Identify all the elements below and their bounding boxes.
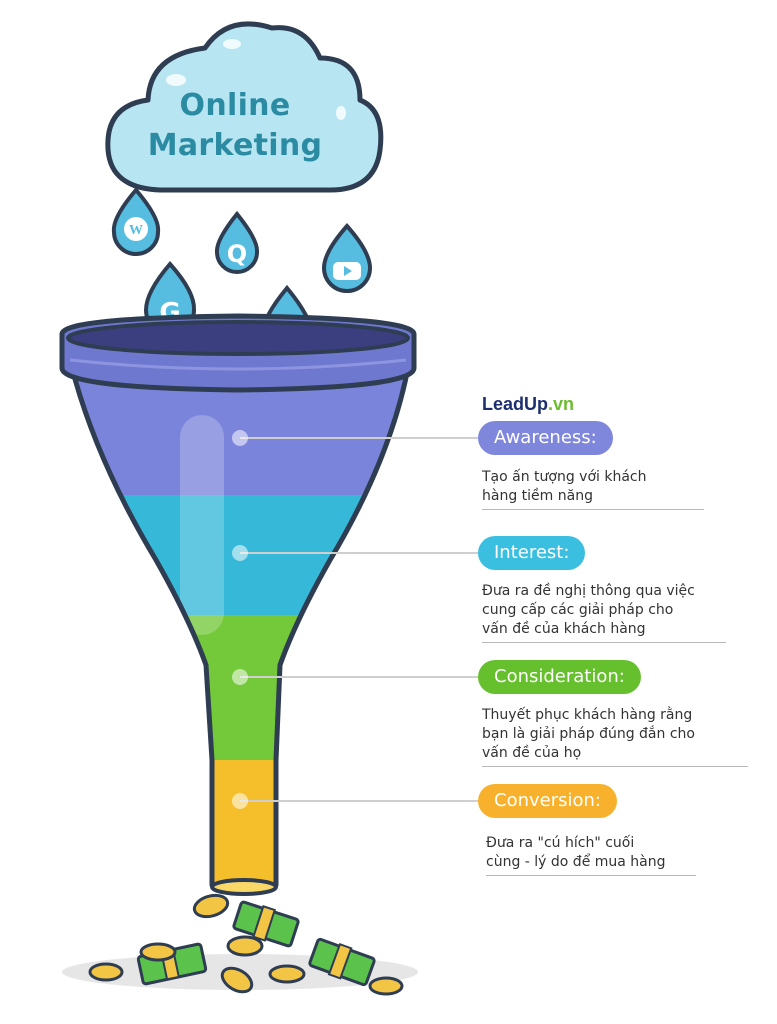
drop-youtube xyxy=(321,222,373,293)
cash-bundle xyxy=(308,937,376,987)
svg-text:W: W xyxy=(129,223,143,238)
description-line: hàng tiềm năng xyxy=(482,488,593,504)
money-pile xyxy=(62,893,418,996)
brand-domain: .vn xyxy=(548,394,575,414)
stage-consideration-label: Consideration: xyxy=(478,660,641,694)
conversion-dot xyxy=(232,793,248,809)
wordpress-icon xyxy=(124,217,148,241)
description-line: vấn đề của khách hàng xyxy=(482,621,646,637)
stage-interest-description: Đưa ra đề nghị thông qua việc cung cấp c… xyxy=(482,582,726,643)
description-line: Đưa ra "cú hích" cuối xyxy=(486,835,635,851)
stage-awareness-description: Tạo ấn tượng với khách hàng tiềm năng xyxy=(482,468,704,510)
stage-interest-label: Interest: xyxy=(478,536,586,570)
brand-name: LeadUp xyxy=(482,394,549,414)
description-line: Thuyết phục khách hàng rằng xyxy=(482,707,693,723)
funnel-rim xyxy=(59,313,417,393)
awareness-dot xyxy=(232,430,248,446)
coin xyxy=(192,893,230,919)
coin xyxy=(226,935,264,957)
coin xyxy=(268,964,306,984)
drop-wordpress: W xyxy=(111,186,161,256)
cloud-title-line-1: Online xyxy=(179,88,291,123)
stage-conversion-label: Conversion: xyxy=(478,784,617,818)
drop-quora: Q xyxy=(214,210,260,274)
description-line: bạn là giải pháp đúng đắn cho xyxy=(482,726,695,742)
interest-dot xyxy=(232,545,248,561)
description-line: Đưa ra đề nghị thông qua việc xyxy=(482,583,695,599)
connectors xyxy=(232,430,478,809)
cloud xyxy=(105,21,384,193)
stage-awareness-label: Awareness: xyxy=(478,421,613,455)
description-line: cung cấp các giải pháp cho xyxy=(482,602,674,618)
cloud-title-line-2: Marketing xyxy=(147,128,323,163)
coin xyxy=(368,976,404,996)
quora-icon: Q xyxy=(227,240,247,268)
consideration-dot xyxy=(232,669,248,685)
cash-bundle xyxy=(232,900,300,948)
coin xyxy=(88,962,124,982)
coin xyxy=(220,966,254,994)
stage-conversion-description: Đưa ra "cú hích" cuối cùng - lý do để mu… xyxy=(486,834,696,876)
stage-consideration-description: Thuyết phục khách hàng rằng bạn là giải … xyxy=(482,706,748,767)
description-line: vấn đề của họ xyxy=(482,745,582,761)
description-line: cùng - lý do để mua hàng xyxy=(486,854,666,870)
brand-logo: LeadUp.vn xyxy=(482,394,574,415)
description-line: Tạo ấn tượng với khách xyxy=(482,469,647,485)
coin xyxy=(139,942,177,962)
